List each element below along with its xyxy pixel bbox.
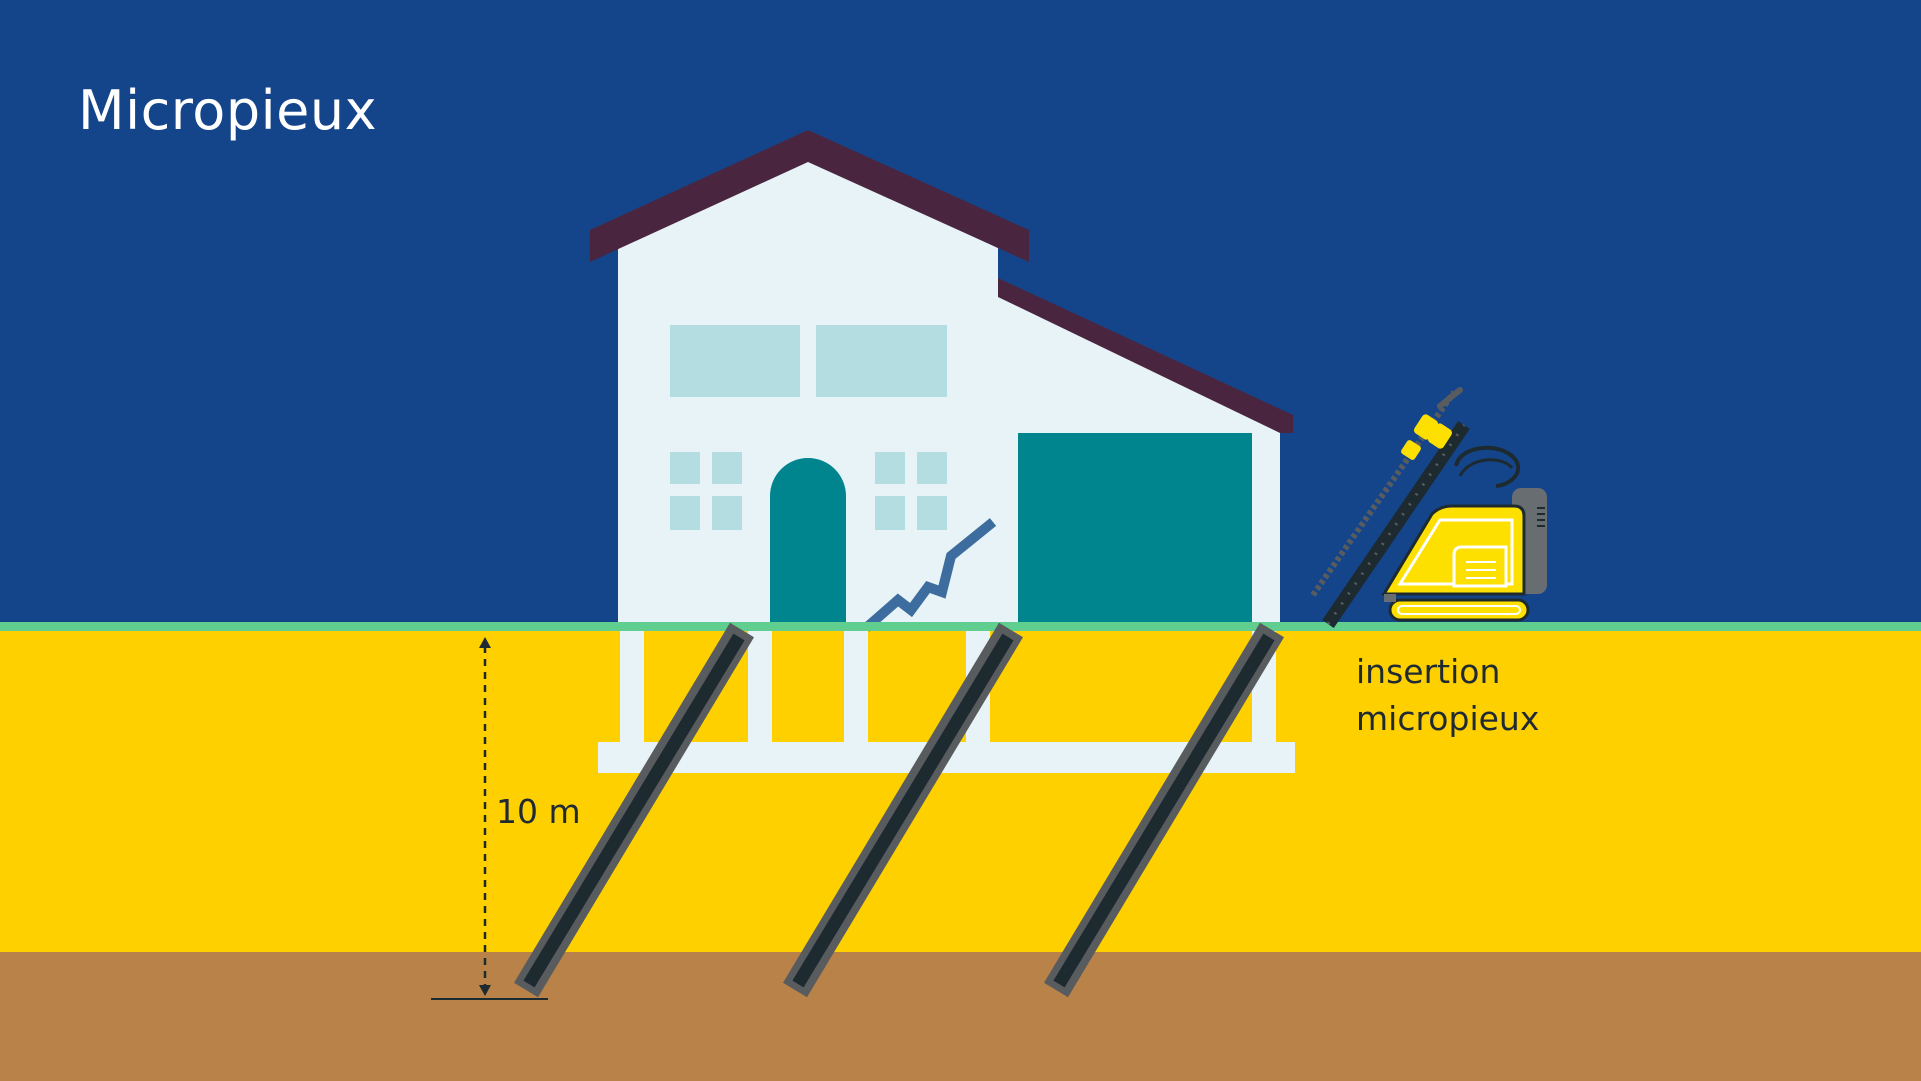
machine-panel — [1452, 545, 1508, 588]
micropile-right — [1043, 622, 1285, 998]
soil-lower-layer — [0, 952, 1921, 1081]
diagram-title: Micropieux — [78, 79, 378, 142]
micropile-middle — [782, 622, 1024, 998]
depth-label: 10 m — [496, 792, 581, 831]
roof-main — [590, 130, 1029, 262]
depth-dimension-line — [431, 637, 548, 1000]
drill-head — [1401, 414, 1453, 460]
front-door — [770, 458, 846, 630]
garage-door — [1018, 433, 1252, 630]
insertion-label-line-1: insertion — [1356, 652, 1501, 691]
drilling-machine — [1310, 387, 1547, 628]
soil-upper-layer — [0, 626, 1921, 954]
small-window-right — [875, 452, 947, 530]
insertion-label: insertion micropieux — [1356, 648, 1539, 742]
micropile-left — [513, 622, 755, 998]
insertion-label-line-2: micropieux — [1356, 699, 1540, 738]
small-window-left — [670, 452, 742, 530]
ground-surface-line — [0, 622, 1921, 631]
roof-annex — [998, 278, 1293, 433]
machine-track — [1388, 598, 1530, 622]
wall-crack — [862, 518, 997, 632]
upper-window-left — [670, 325, 800, 397]
house — [590, 130, 1293, 632]
hydraulic-hose — [1454, 445, 1521, 488]
upper-window-right — [816, 325, 947, 397]
